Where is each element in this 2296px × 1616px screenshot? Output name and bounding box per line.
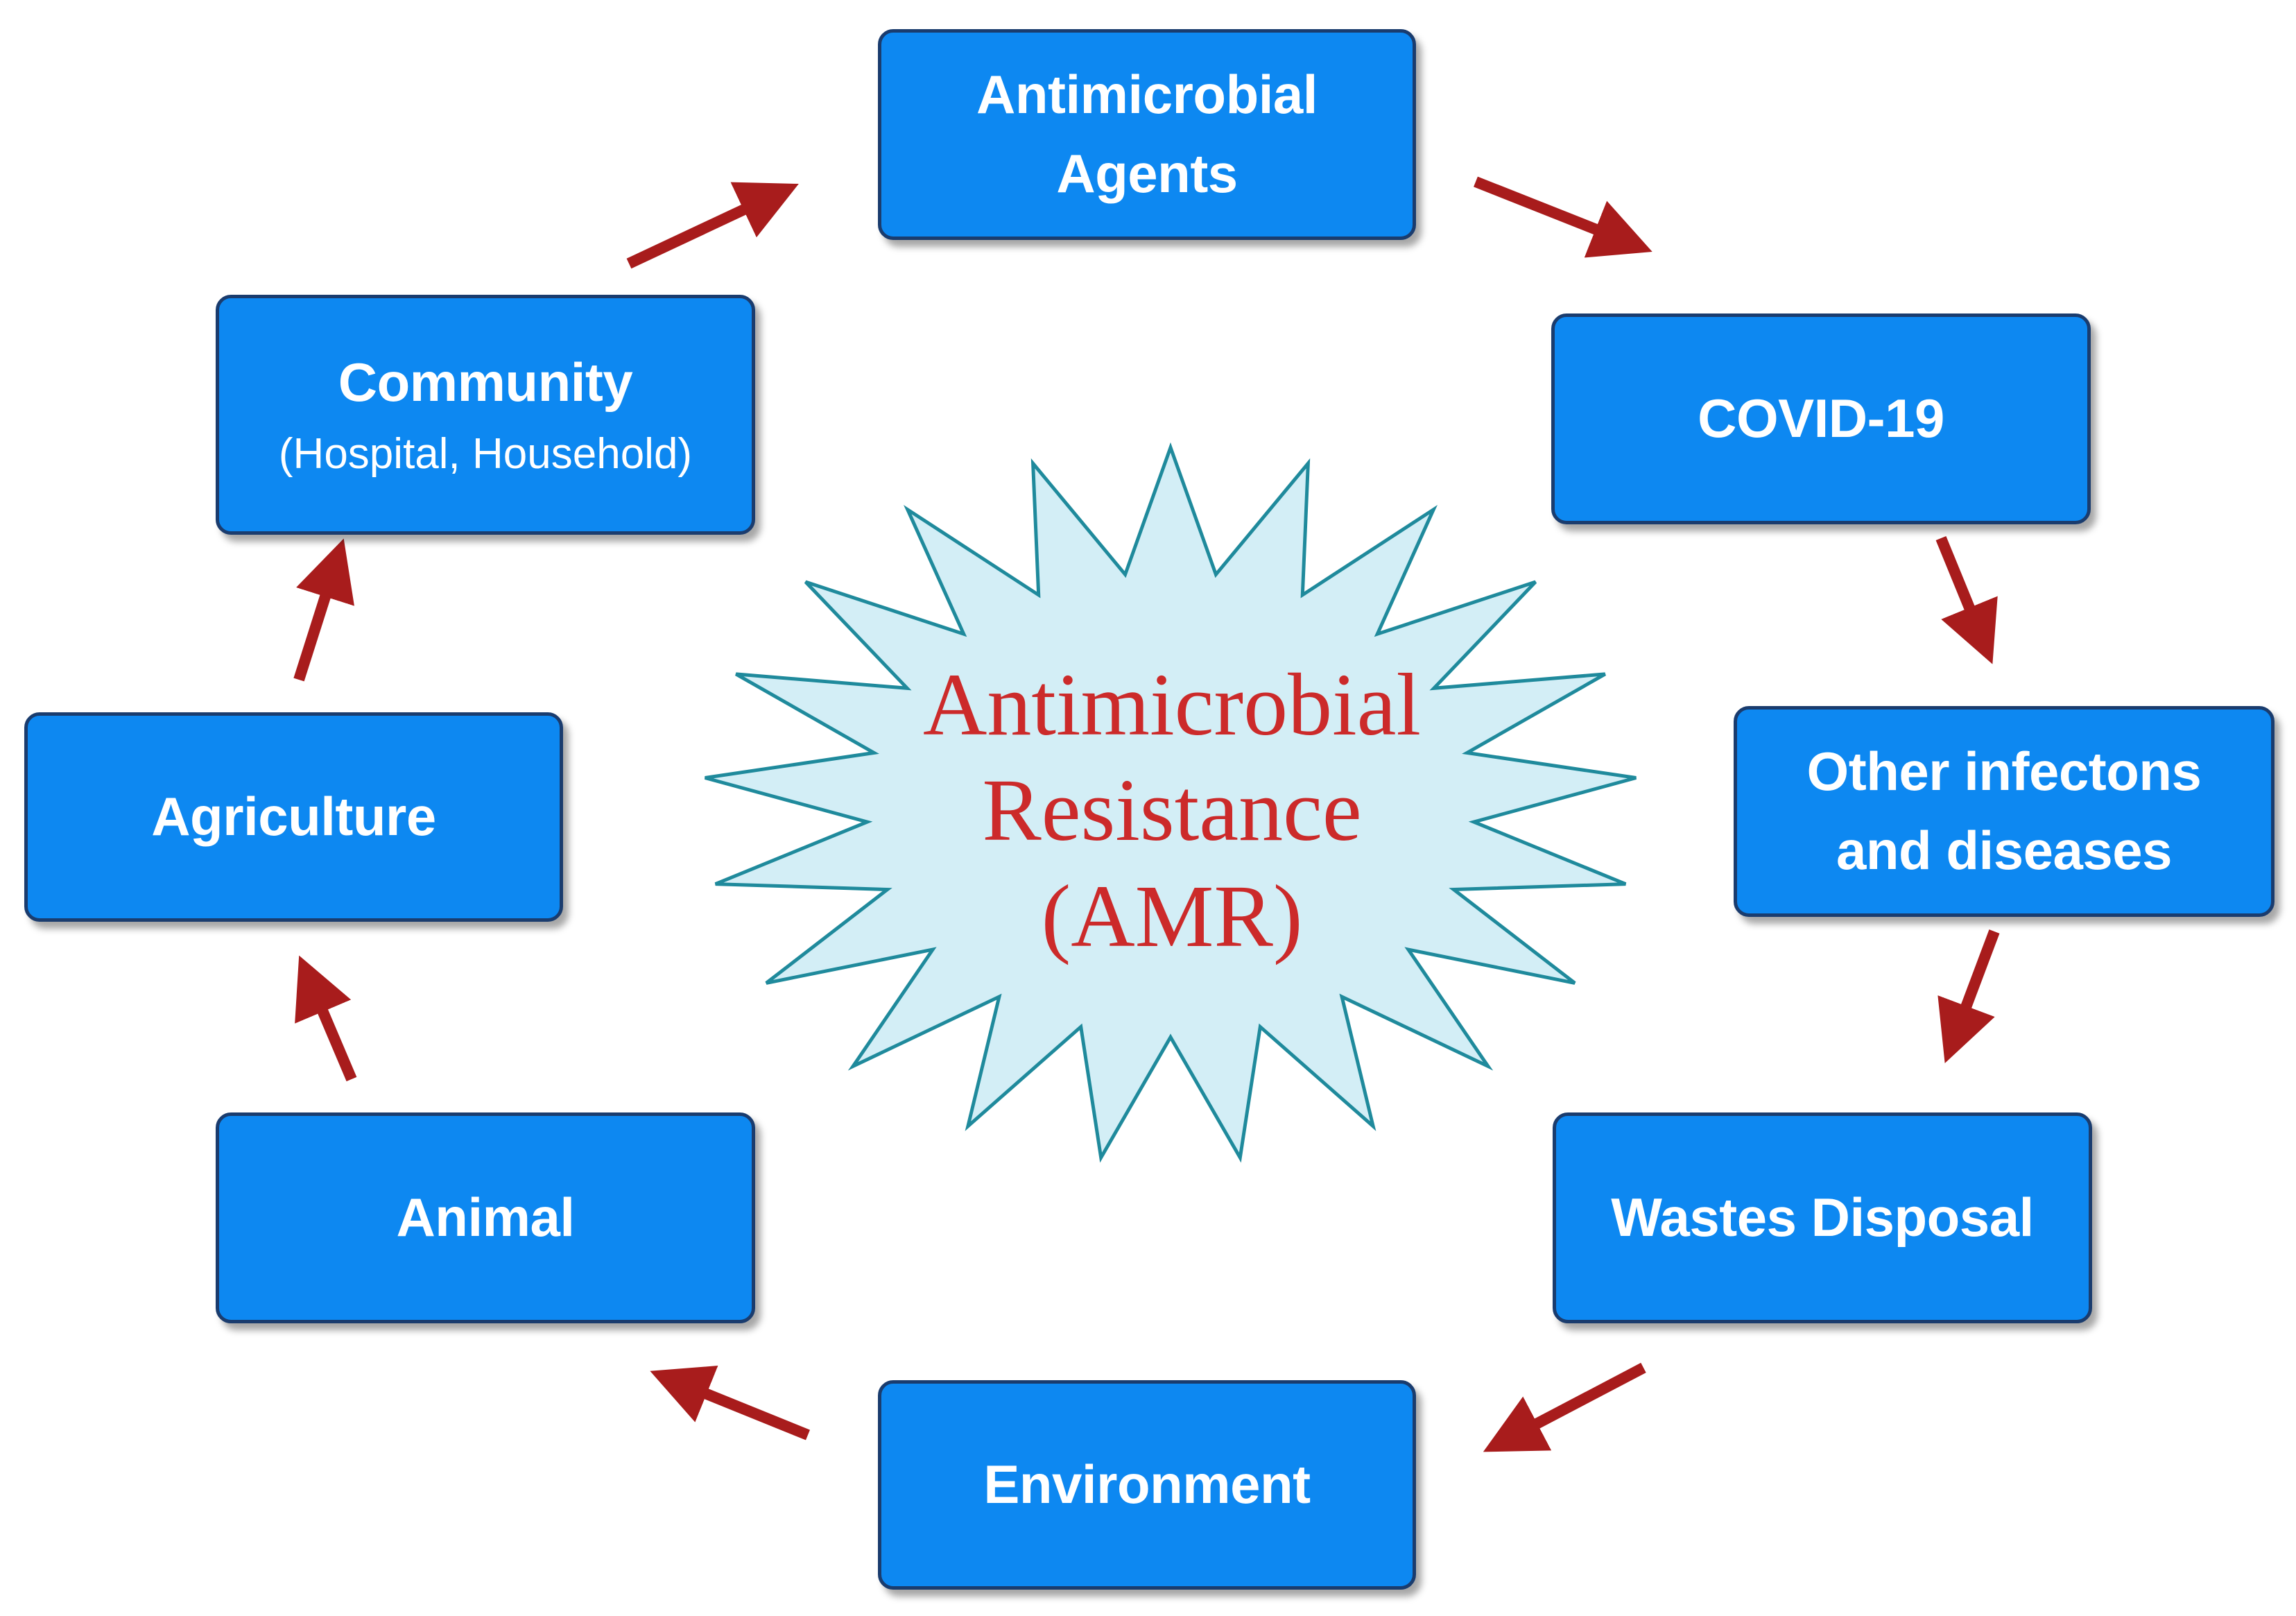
arrow-agriculture-to-community bbox=[293, 538, 354, 682]
node-community: Community (Hospital, Household) bbox=[216, 295, 755, 535]
node-label-line: Wastes Disposal bbox=[1611, 1187, 2034, 1248]
arrow-other-to-wastes bbox=[1937, 929, 2000, 1063]
node-label-line: and diseases bbox=[1836, 820, 2172, 881]
arrow-community-to-agents bbox=[626, 182, 799, 269]
node-agriculture: Agriculture bbox=[24, 712, 563, 922]
node-label-line: Antimicrobial bbox=[976, 64, 1318, 126]
node-animal: Animal bbox=[216, 1112, 755, 1323]
node-wastes-disposal: Wastes Disposal bbox=[1553, 1112, 2092, 1323]
arrow-group bbox=[293, 176, 2000, 1452]
node-label-line: Environment bbox=[983, 1454, 1311, 1515]
node-title: Community bbox=[338, 351, 633, 413]
arrow-environment-to-animal bbox=[650, 1366, 811, 1441]
node-label-line: COVID-19 bbox=[1698, 388, 1944, 449]
node-subtitle: (Hospital, Household) bbox=[278, 430, 693, 479]
center-label-line-3: (AMR) bbox=[1041, 866, 1303, 965]
arrow-wastes-to-environment bbox=[1483, 1362, 1646, 1452]
center-label-line-2: Resistance bbox=[982, 761, 1362, 860]
center-label-line-1: Antimicrobial bbox=[922, 655, 1422, 754]
node-antimicrobial-agents: Antimicrobial Agents bbox=[878, 29, 1416, 240]
node-other-infections-and-diseases: Other infectons and diseases bbox=[1734, 706, 2275, 917]
node-label-line: Other infectons bbox=[1806, 741, 2202, 802]
node-environment: Environment bbox=[878, 1380, 1416, 1590]
node-label-line: Animal bbox=[396, 1187, 575, 1248]
node-label-line: Agriculture bbox=[151, 786, 436, 848]
starburst-shape bbox=[705, 442, 1637, 1163]
arrow-animal-to-agriculture bbox=[295, 955, 357, 1082]
arrow-covid-to-other bbox=[1935, 535, 1998, 664]
node-label-line: Agents bbox=[1056, 143, 1238, 204]
arrow-agents-to-covid bbox=[1474, 176, 1652, 258]
node-covid-19: COVID-19 bbox=[1551, 313, 2091, 524]
amr-center-label: Antimicrobial Resistance (AMR) bbox=[770, 652, 1574, 969]
